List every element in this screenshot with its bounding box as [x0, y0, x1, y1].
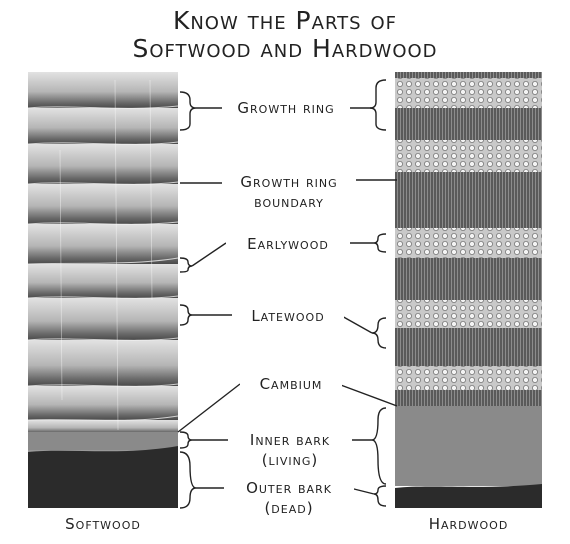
bracket-softwood-inner-bark — [179, 431, 193, 449]
bracket-hardwood-outer-bark — [373, 485, 387, 507]
bracket-hardwood-earlywood — [373, 233, 387, 253]
caption-hardwood: Hardwood — [428, 515, 509, 533]
hardwood-block — [395, 72, 542, 508]
label-growth-ring-boundary-line2: boundary — [254, 193, 324, 211]
hardwood-inner-bark — [395, 406, 542, 486]
label-cambium: Cambium — [240, 374, 342, 394]
bracket-hardwood-growth-ring — [369, 79, 387, 131]
label-inner-bark: Inner bark (living) — [228, 430, 352, 470]
label-inner-bark-line2: (living) — [261, 451, 319, 469]
label-outer-bark: Outer bark (dead) — [224, 478, 354, 518]
label-inner-bark-line1: Inner bark — [249, 431, 331, 449]
bracket-hardwood-inner-bark — [371, 407, 387, 485]
softwood-inner-bark — [28, 432, 178, 450]
softwood-boundaries — [27, 105, 179, 421]
label-outer-bark-line1: Outer bark — [246, 479, 332, 497]
bracket-softwood-latewood — [179, 304, 193, 326]
bracket-softwood-earlywood — [179, 257, 193, 273]
title-line-2: Softwood and Hardwood — [132, 34, 438, 63]
softwood-outer-bark — [28, 446, 178, 508]
softwood-rays — [59, 79, 153, 431]
label-outer-bark-line2: (dead) — [264, 499, 314, 517]
bracket-hardwood-latewood — [371, 317, 387, 349]
hardwood-earlywood-band — [395, 78, 542, 390]
softwood-ring — [28, 72, 178, 434]
label-growth-ring-boundary: Growth ring boundary — [222, 172, 356, 212]
label-growth-ring-boundary-line1: Growth ring — [240, 173, 338, 191]
softwood-block — [27, 72, 179, 508]
bracket-softwood-outer-bark — [179, 451, 197, 509]
title-line-1: Know the Parts of — [172, 6, 398, 35]
label-latewood: Latewood — [232, 306, 344, 326]
caption-softwood: Softwood — [65, 515, 141, 533]
label-growth-ring: Growth ring — [222, 98, 350, 118]
bracket-softwood-growth-ring — [179, 91, 197, 131]
label-earlywood: Earlywood — [226, 234, 350, 254]
hardwood-outer-bark — [395, 484, 542, 508]
leader-lines — [177, 79, 398, 509]
